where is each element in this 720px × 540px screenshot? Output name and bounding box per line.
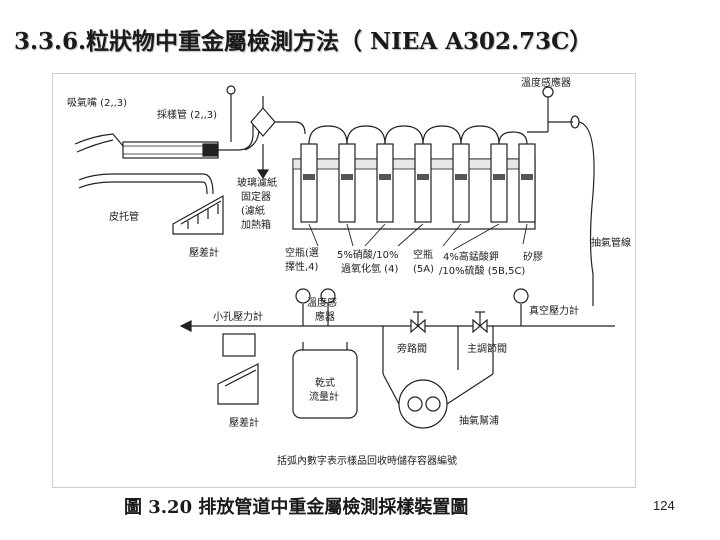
umbilical-line: [578, 121, 595, 306]
orifice-manometer: [217, 333, 259, 405]
slide-title: 3.3.6.粒狀物中重金屬檢測方法（ NIEA A302.73C）: [14, 28, 593, 55]
pitot-tube: [78, 173, 214, 195]
label-vacuum-gauge: 真空壓力計: [529, 304, 579, 317]
label-umbilical: 抽氣管線: [591, 236, 631, 249]
label-empty-5a-1: 空瓶: [413, 248, 433, 261]
label-kmno4-1: 4%高錳酸鉀: [443, 250, 499, 263]
label-filter-holder-3: (濾紙: [241, 204, 265, 217]
label-manometer-1: 壓差計: [189, 246, 219, 259]
label-probe: 採樣管 (2,,3): [157, 108, 217, 121]
label-pitot: 皮托管: [109, 210, 139, 223]
label-temp-sensor-top: 溫度感應器: [521, 76, 571, 89]
inclined-manometer: [172, 194, 224, 235]
vacuum-pump: [382, 373, 494, 429]
label-temp-sensor-mid-2: 應器: [315, 310, 335, 323]
label-empty-5a-2: (5A): [413, 264, 434, 275]
label-dry-gas-meter-2: 流量計: [309, 390, 339, 403]
label-filter-holder-2: 固定器: [241, 190, 271, 203]
figure-caption: 圖 3.20 排放管道中重金屬檢測採樣裝置圖: [124, 497, 469, 518]
impinger-pointers: [308, 223, 528, 251]
label-nitric-1: 5%硝酸/10%: [337, 248, 398, 261]
label-orifice-gauge: 小孔壓力計: [213, 310, 263, 323]
label-pump: 抽氣幫浦: [459, 414, 499, 427]
label-empty-bottle-2: 擇性,4): [285, 260, 319, 273]
label-dry-gas-meter-1: 乾式: [315, 376, 335, 389]
label-bypass-valve: 旁路閥: [397, 342, 427, 355]
label-empty-bottle-1: 空瓶(選: [285, 246, 319, 259]
filter-holder: [250, 96, 306, 180]
sampling-train-diagram: 吸氣嘴 (2,,3) 採樣管 (2,,3) 溫度感應器 玻璃濾紙 固定器 (濾紙…: [52, 73, 636, 488]
label-nitric-2: 過氧化氫 (4): [341, 262, 398, 275]
impinger-liquid: [303, 174, 533, 180]
label-main-valve: 主調節閥: [467, 342, 507, 355]
main-valve: [472, 311, 488, 334]
label-kmno4-2: /10%硫酸 (5B,5C): [439, 264, 525, 277]
bypass-valve: [410, 311, 426, 334]
label-filter-holder-4: 加熱箱: [241, 218, 271, 231]
impinger-train: [300, 86, 580, 223]
label-filter-holder-1: 玻璃濾紙: [237, 176, 277, 189]
page-number: 124: [653, 498, 675, 513]
label-temp-sensor-mid-1: 溫度感: [307, 296, 337, 309]
stack-thermometer: [226, 85, 236, 142]
label-silica: 矽膠: [523, 250, 543, 263]
label-footnote: 括弧內數字表示樣品回收時儲存容器編號: [277, 454, 457, 467]
label-manometer-2: 壓差計: [229, 416, 259, 429]
meter-box-piping: [179, 288, 615, 374]
label-nozzle: 吸氣嘴 (2,,3): [67, 96, 127, 109]
dry-gas-meter: [292, 342, 358, 419]
